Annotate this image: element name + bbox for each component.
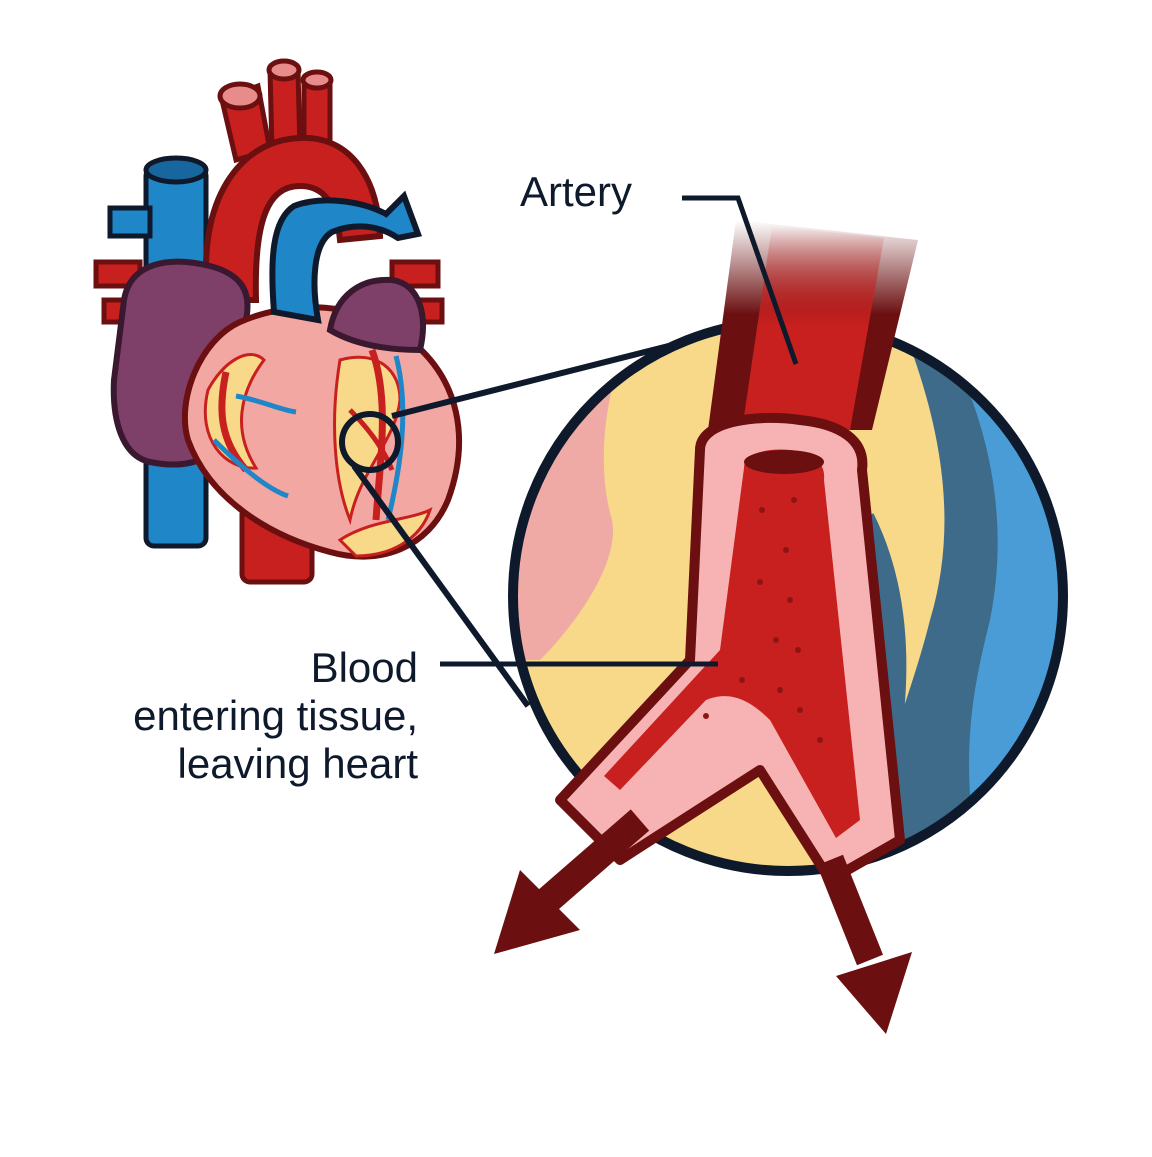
artery-leader-line: [682, 195, 799, 365]
blood-label-line-2: entering tissue,: [133, 692, 418, 739]
heart-illustration: [93, 58, 462, 585]
artery-label: Artery: [520, 168, 633, 215]
flow-arrow-left: [538, 809, 650, 911]
flow-arrow-right-head: [836, 952, 912, 1034]
blood-flow-label: Blood entering tissue, leaving heart: [133, 644, 418, 788]
blood-label-line-1: Blood: [310, 644, 418, 691]
heart-zoom-circle: [339, 411, 401, 473]
flow-arrow-left-head: [494, 870, 580, 954]
artery-cross-section: [494, 220, 918, 1034]
blood-label-line-3: leaving heart: [177, 740, 419, 787]
flow-arrow-right: [817, 854, 883, 966]
